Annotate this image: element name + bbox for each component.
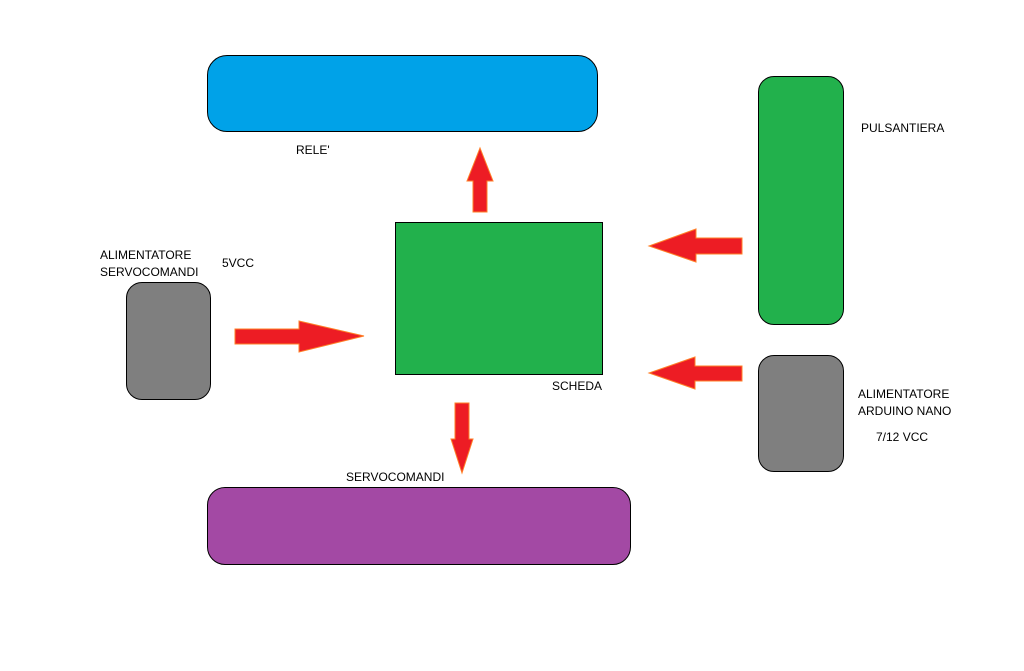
alimentatore-arduino-voltage: 7/12 VCC (876, 430, 929, 444)
alimentatore-servocomandi-block (126, 282, 211, 400)
alimentatore-arduino-label-line2: ARDUINO NANO (858, 404, 952, 418)
rele-label: RELE' (296, 143, 330, 157)
servocomandi-block (207, 487, 631, 565)
rele-block (207, 55, 598, 132)
arrow-right-to-scheda (234, 320, 365, 353)
arrow-left-from-pulsantiera (647, 228, 743, 263)
arrow-left-from-alimentatore-arduino (647, 356, 743, 390)
arrow-down-to-servocomandi (450, 402, 474, 475)
alimentatore-servocomandi-label-line2: SERVOCOMANDI (100, 265, 199, 279)
alimentatore-arduino-block (758, 355, 844, 472)
pulsantiera-label: PULSANTIERA (861, 121, 945, 135)
pulsantiera-block (758, 76, 844, 325)
alimentatore-arduino-label-line1: ALIMENTATORE (858, 387, 950, 401)
arrow-up-to-rele (466, 146, 494, 213)
scheda-block (395, 222, 603, 375)
alimentatore-servocomandi-voltage: 5VCC (222, 256, 255, 270)
alimentatore-servocomandi-label-line1: ALIMENTATORE (100, 248, 192, 262)
servocomandi-label: SERVOCOMANDI (346, 470, 445, 484)
scheda-label: SCHEDA (552, 379, 603, 393)
